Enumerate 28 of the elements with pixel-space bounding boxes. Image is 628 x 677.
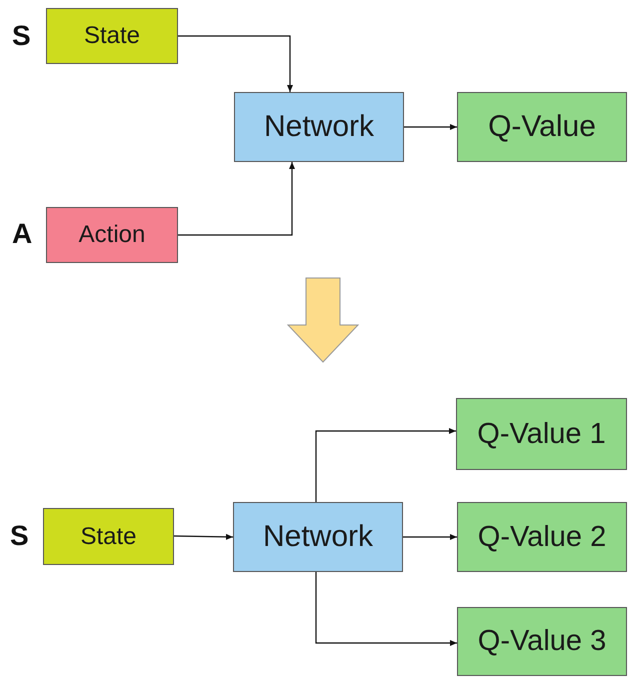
process-box <box>457 607 627 676</box>
arrow <box>174 534 234 540</box>
input-label: S <box>10 520 29 552</box>
process-box <box>46 207 178 263</box>
arrow <box>178 35 293 92</box>
arrow <box>315 572 457 646</box>
node-label: State <box>80 522 137 550</box>
input-label: S <box>12 20 31 52</box>
process-box <box>234 92 404 162</box>
process-box <box>46 8 178 64</box>
node-label: Q-Value 2 <box>478 520 606 554</box>
process-box <box>233 502 403 572</box>
node-label: Q-Value <box>488 110 596 144</box>
arrow <box>315 428 456 502</box>
node-label: State <box>84 22 140 50</box>
node-label: Q-Value 1 <box>477 418 606 450</box>
input-label: A <box>12 218 32 250</box>
node-label: Q-Value 3 <box>478 625 606 658</box>
process-box <box>456 398 627 470</box>
node-label: Network <box>264 110 374 144</box>
node-label: Action <box>78 221 146 249</box>
node-label: Network <box>262 520 374 554</box>
process-box <box>43 508 174 565</box>
process-box <box>457 502 627 572</box>
arrow <box>404 124 457 130</box>
process-box <box>457 92 627 162</box>
arrow <box>178 162 295 236</box>
arrow <box>403 534 457 540</box>
